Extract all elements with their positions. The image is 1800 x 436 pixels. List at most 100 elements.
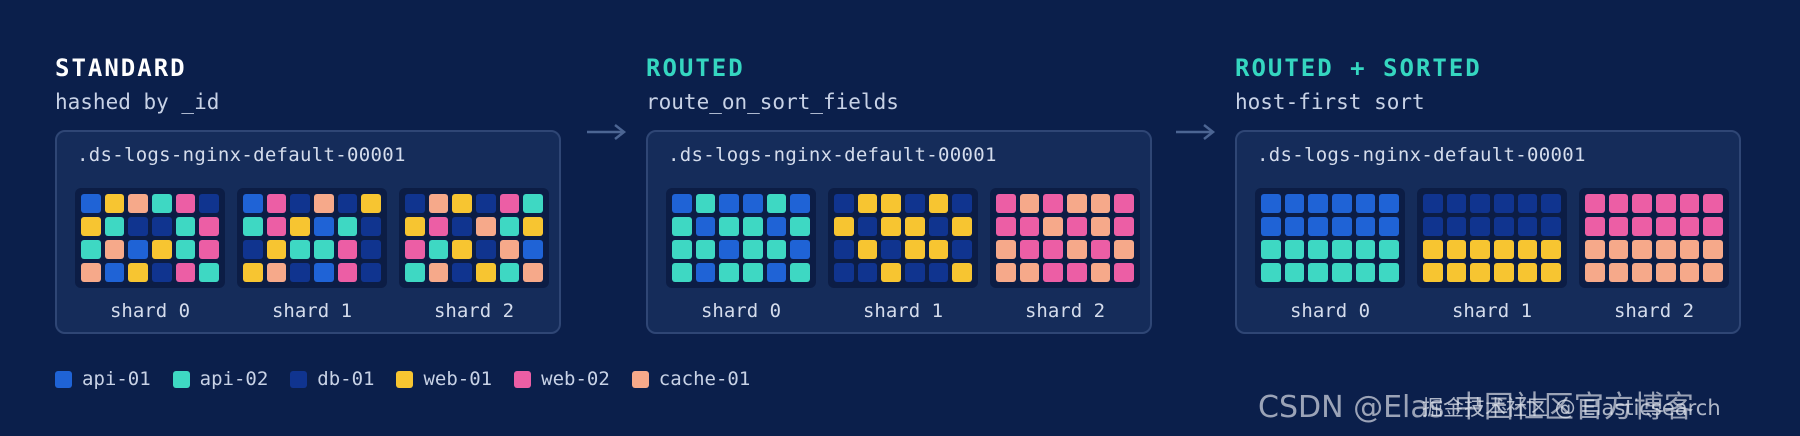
doc-cell-cache-01 [1608, 263, 1629, 282]
doc-cell-api-01 [790, 194, 810, 213]
doc-cell-db-01 [1423, 194, 1443, 213]
doc-cell-api-02 [1355, 240, 1376, 259]
doc-cell-api-01 [1261, 194, 1281, 213]
doc-cell-api-02 [719, 263, 739, 282]
shard-grid [399, 188, 549, 288]
doc-cell-web-02 [1066, 217, 1087, 236]
doc-cell-cache-01 [1632, 263, 1652, 282]
doc-cell-web-01 [1493, 263, 1514, 282]
shard-label: shard 1 [271, 300, 353, 322]
doc-cell-web-01 [1446, 240, 1467, 259]
shard: shard 2 [399, 188, 549, 322]
doc-cell-api-02 [790, 263, 810, 282]
doc-cell-web-02 [1090, 240, 1111, 259]
watermark-overlay-text: 掘金技术社区 @ Elasticsearch [1422, 396, 1721, 420]
legend-item: api-02 [172, 368, 269, 390]
doc-cell-api-02 [695, 194, 716, 213]
doc-cell-api-01 [766, 217, 787, 236]
panel-routed: ROUTED route_on_sort_fields .ds-logs-ngi… [646, 52, 1154, 334]
doc-cell-web-01 [881, 194, 901, 213]
doc-cell-cache-01 [1679, 263, 1700, 282]
doc-cell-web-01 [1470, 263, 1490, 282]
doc-cell-cache-01 [104, 240, 125, 259]
panel-title: ROUTED [646, 54, 745, 82]
index-name: .ds-logs-nginx-default-00001 [668, 144, 997, 166]
doc-cell-api-02 [175, 217, 196, 236]
legend-label: db-01 [317, 368, 375, 390]
doc-cell-cache-01 [1585, 263, 1605, 282]
doc-cell-db-01 [290, 194, 310, 213]
doc-cell-db-01 [1541, 194, 1561, 213]
doc-cell-api-01 [1355, 194, 1376, 213]
doc-cell-db-01 [834, 240, 854, 259]
legend-swatch [514, 370, 532, 388]
doc-cell-api-01 [104, 263, 125, 282]
shard-grid [990, 188, 1140, 288]
doc-cell-web-01 [904, 240, 925, 259]
doc-cell-web-01 [290, 217, 310, 236]
legend-item: web-02 [514, 368, 610, 390]
doc-cell-web-01 [952, 263, 972, 282]
doc-cell-cache-01 [1608, 240, 1629, 259]
doc-cell-api-02 [1331, 240, 1352, 259]
doc-cell-cache-01 [1655, 240, 1676, 259]
doc-cell-api-01 [1379, 194, 1399, 213]
doc-cell-web-02 [1703, 217, 1723, 236]
doc-cell-db-01 [452, 217, 472, 236]
doc-cell-api-01 [742, 194, 763, 213]
legend-swatch [396, 370, 414, 388]
doc-cell-api-01 [719, 194, 739, 213]
doc-cell-api-02 [313, 240, 334, 259]
shard-label: shard 0 [1289, 300, 1371, 322]
doc-cell-api-01 [672, 194, 692, 213]
doc-cell-web-02 [1114, 217, 1134, 236]
doc-cell-web-02 [266, 217, 287, 236]
doc-cell-api-02 [790, 217, 810, 236]
legend-swatch [631, 370, 649, 388]
doc-cell-db-01 [1446, 217, 1467, 236]
doc-cell-web-02 [1632, 217, 1652, 236]
doc-cell-web-01 [1493, 240, 1514, 259]
doc-cell-web-01 [904, 217, 925, 236]
doc-cell-db-01 [1493, 217, 1514, 236]
doc-cell-cache-01 [1703, 263, 1723, 282]
arrow-right-icon [1176, 124, 1216, 140]
doc-cell-api-01 [790, 240, 810, 259]
doc-cell-db-01 [151, 217, 172, 236]
shard-label: shard 2 [1613, 300, 1695, 322]
doc-cell-cache-01 [996, 240, 1016, 259]
doc-cell-web-01 [857, 194, 878, 213]
shard-label: shard 2 [1024, 300, 1106, 322]
doc-cell-db-01 [452, 263, 472, 282]
doc-cell-api-02 [1284, 240, 1305, 259]
arrow-right-icon [587, 124, 627, 140]
doc-cell-api-01 [1261, 217, 1281, 236]
index-name: .ds-logs-nginx-default-00001 [1257, 144, 1586, 166]
doc-cell-web-01 [266, 240, 287, 259]
panel-routed-sorted: ROUTED + SORTED host-first sort .ds-logs… [1235, 52, 1743, 334]
doc-cell-web-02 [1679, 217, 1700, 236]
doc-cell-web-02 [1655, 194, 1676, 213]
legend-label: api-02 [199, 368, 269, 390]
doc-cell-api-02 [243, 217, 263, 236]
doc-cell-web-01 [81, 217, 101, 236]
legend: api-01 api-02 db-01 web-01 web-02 cache-… [55, 368, 772, 390]
doc-cell-api-02 [523, 194, 543, 213]
doc-cell-api-01 [1308, 194, 1328, 213]
doc-cell-api-02 [719, 217, 739, 236]
doc-cell-api-02 [1379, 240, 1399, 259]
doc-cell-db-01 [1541, 217, 1561, 236]
doc-cell-cache-01 [81, 263, 101, 282]
shard-grid [1417, 188, 1567, 288]
doc-cell-api-02 [1261, 263, 1281, 282]
doc-cell-api-02 [695, 240, 716, 259]
doc-cell-web-02 [175, 263, 196, 282]
doc-cell-api-02 [1308, 263, 1328, 282]
shard-grid [75, 188, 225, 288]
doc-cell-cache-01 [1066, 194, 1087, 213]
panel-subtitle: route_on_sort_fields [646, 90, 899, 114]
doc-cell-api-02 [290, 240, 310, 259]
doc-cell-db-01 [290, 263, 310, 282]
panel-subtitle: hashed by _id [55, 90, 220, 114]
doc-cell-web-01 [1517, 263, 1538, 282]
